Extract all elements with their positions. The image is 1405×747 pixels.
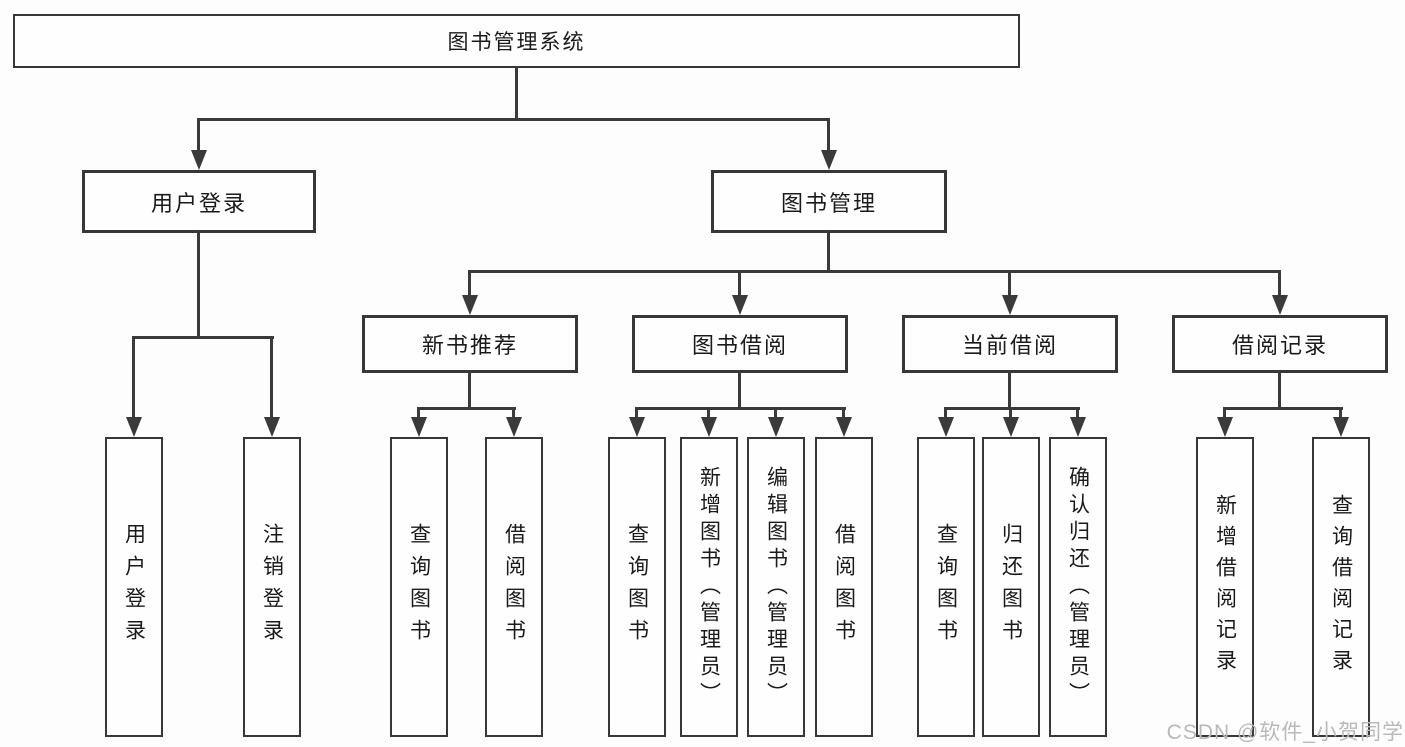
node-library-system-root: 图书管理系统 (13, 14, 1020, 68)
arrowhead-icon (836, 417, 852, 437)
connector-line (1009, 407, 1012, 420)
leaf-query-books-current: 查询图书 (917, 437, 975, 737)
connector-line (197, 118, 200, 153)
arrowhead-icon (1003, 417, 1019, 437)
leaf-add-borrow-record: 新增借阅记录 (1196, 437, 1254, 737)
connector-line (270, 336, 273, 420)
node-book-borrowing: 图书借阅 (632, 315, 848, 373)
leaf-borrow-books-borrowing: 借阅图书 (815, 437, 873, 737)
connector-line (132, 336, 274, 339)
connector-line (827, 231, 830, 273)
arrowhead-icon (126, 417, 142, 437)
connector-line (417, 407, 420, 420)
leaf-borrow-books-recommend: 借阅图书 (485, 437, 543, 737)
arrowhead-icon (191, 150, 207, 170)
connector-line (635, 407, 846, 410)
arrowhead-icon (938, 417, 954, 437)
node-current-borrowing: 当前借阅 (902, 315, 1118, 373)
connector-line (1008, 371, 1011, 410)
connector-line (468, 371, 471, 410)
connector-line (417, 407, 516, 410)
connector-line (515, 66, 518, 120)
connector-line (1076, 407, 1079, 420)
connector-line (738, 371, 741, 410)
leaf-add-book-admin: 新增图书（管理员） (680, 437, 738, 737)
arrowhead-icon (506, 417, 522, 437)
connector-line (197, 118, 830, 121)
leaf-user-login: 用户登录 (105, 437, 163, 737)
connector-line (512, 407, 515, 420)
leaf-return-book: 归还图书 (982, 437, 1040, 737)
connector-line (132, 336, 135, 420)
connector-line (738, 270, 741, 298)
leaf-query-borrow-record: 查询借阅记录 (1312, 437, 1370, 737)
arrowhead-icon (1272, 295, 1288, 315)
connector-line (1223, 407, 1226, 420)
arrowhead-icon (768, 417, 784, 437)
arrowhead-icon (411, 417, 427, 437)
arrowhead-icon (821, 150, 837, 170)
arrowhead-icon (264, 417, 280, 437)
leaf-logout: 注销登录 (243, 437, 301, 737)
connector-line (944, 407, 1080, 410)
node-borrowing-records: 借阅记录 (1172, 315, 1388, 373)
arrowhead-icon (701, 417, 717, 437)
leaf-query-books-borrowing: 查询图书 (608, 437, 666, 737)
connector-line (1008, 270, 1011, 298)
connector-line (707, 407, 710, 420)
csdn-watermark: CSDN @软件_小贺同学 (1166, 721, 1404, 744)
leaf-edit-book-admin: 编辑图书（管理员） (747, 437, 805, 737)
node-new-book-recommend: 新书推荐 (362, 315, 578, 373)
connector-line (944, 407, 947, 420)
arrowhead-icon (1217, 417, 1233, 437)
leaf-query-books-recommend: 查询图书 (390, 437, 448, 737)
connector-line (774, 407, 777, 420)
node-user-login: 用户登录 (82, 170, 316, 233)
connector-line (1223, 407, 1343, 410)
node-book-management: 图书管理 (711, 170, 947, 233)
connector-line (1278, 371, 1281, 410)
arrowhead-icon (732, 295, 748, 315)
connector-line (468, 270, 471, 298)
connector-line (468, 270, 1281, 273)
arrowhead-icon (1333, 417, 1349, 437)
connector-line (1278, 270, 1281, 298)
arrowhead-icon (629, 417, 645, 437)
leaf-confirm-return-admin: 确认归还（管理员） (1049, 437, 1107, 737)
arrowhead-icon (462, 295, 478, 315)
connector-line (842, 407, 845, 420)
connector-line (197, 231, 200, 339)
connector-line (827, 118, 830, 153)
connector-line (1339, 407, 1342, 420)
arrowhead-icon (1070, 417, 1086, 437)
connector-line (635, 407, 638, 420)
arrowhead-icon (1002, 295, 1018, 315)
